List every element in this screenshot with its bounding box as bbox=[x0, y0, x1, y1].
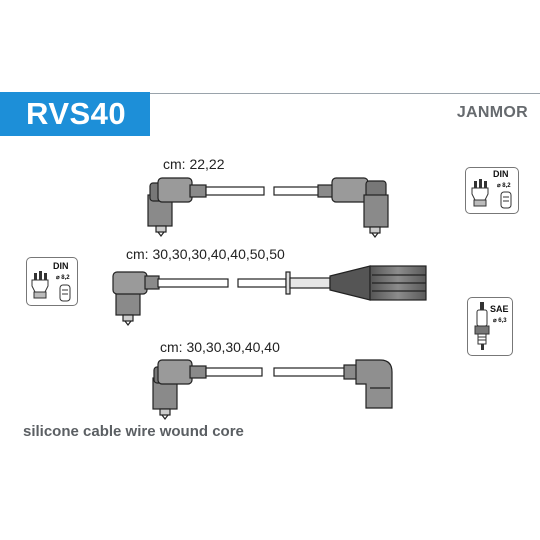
din-8mm-icon-left: DIN ⌀ 8,2 bbox=[26, 257, 78, 306]
cable-2-coil-boot bbox=[285, 265, 427, 301]
sae-6mm-icon: SAE ⌀ 6,3 bbox=[467, 297, 513, 356]
cable-3-right-boot bbox=[343, 359, 393, 409]
cable-3-length-label: cm: 30,30,30,40,40 bbox=[160, 339, 280, 355]
din-right-size: ⌀ 8,2 bbox=[497, 183, 511, 189]
din-right-standard: DIN bbox=[493, 169, 509, 179]
distributor-cap-icon: DIN ⌀ 8,2 bbox=[31, 261, 71, 302]
din-left-size: ⌀ 8,2 bbox=[56, 275, 70, 281]
cable-1-length-label: cm: 22,22 bbox=[163, 156, 225, 172]
product-code: RVS40 bbox=[26, 96, 127, 131]
cable-2-left-boot bbox=[112, 271, 160, 326]
sae-standard: SAE bbox=[490, 304, 509, 314]
cable-3-wire bbox=[205, 367, 347, 377]
cable-1-right-boot bbox=[317, 177, 389, 238]
cable-1 bbox=[147, 177, 389, 238]
cable-2 bbox=[112, 265, 427, 326]
cable-2-length-label: cm: 30,30,30,40,40,50,50 bbox=[126, 246, 285, 262]
brand-name: JANMOR bbox=[456, 104, 528, 121]
cable-2-wire bbox=[157, 278, 287, 288]
cable-3-left-boot bbox=[152, 359, 207, 420]
spark-plug-icon: SAE ⌀ 6,3 bbox=[474, 302, 509, 350]
product-code-badge: RVS40 bbox=[0, 92, 150, 136]
cable-description: silicone cable wire wound core bbox=[23, 423, 244, 440]
distributor-cap-icon: DIN ⌀ 8,2 bbox=[471, 169, 512, 209]
header-rule bbox=[150, 93, 540, 94]
sae-size: ⌀ 6,3 bbox=[493, 318, 507, 324]
din-8mm-icon-right: DIN ⌀ 8,2 bbox=[465, 167, 519, 214]
cable-3 bbox=[152, 359, 393, 420]
cable-1-left-boot bbox=[147, 177, 207, 237]
din-left-standard: DIN bbox=[53, 261, 69, 271]
cable-1-wire bbox=[205, 186, 321, 196]
